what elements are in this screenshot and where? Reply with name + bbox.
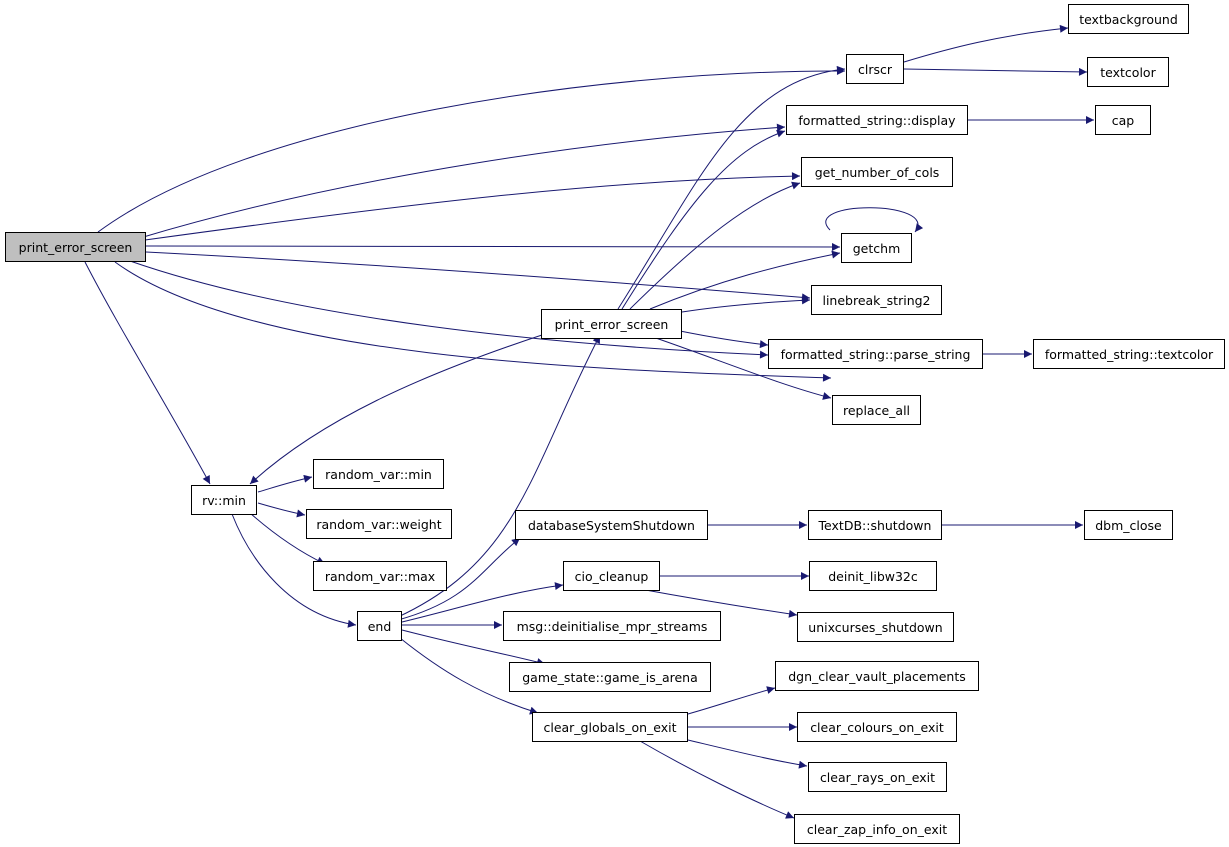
node-dbm-close[interactable]: dbm_close [1084,510,1173,540]
edge-pes2-parse [679,330,769,349]
edge-rvmin-randmax [249,512,326,565]
node-get-number-of-cols[interactable]: get_number_of_cols [801,157,953,187]
node-linebreak-string2[interactable]: linebreak_string2 [811,285,942,315]
edge-end-cio [401,582,564,623]
edge-cio-unixshutdown [639,588,798,618]
node-database-system-shutdown[interactable]: databaseSystemShutdown [515,510,708,540]
node-cap[interactable]: cap [1095,105,1151,135]
node-formatted-string-textcolor[interactable]: formatted_string::textcolor [1033,339,1225,369]
node-replace-all[interactable]: replace_all [832,395,921,425]
edge-end-arena [401,629,546,666]
node-formatted-string-parse-string[interactable]: formatted_string::parse_string [768,339,983,369]
edge-root-clrscr [97,66,846,233]
edge-clrscr-textcolor [903,67,1088,76]
node-cio-cleanup[interactable]: cio_cleanup [563,561,660,591]
edge-root-parse [129,260,769,359]
node-clear-globals-on-exit[interactable]: clear_globals_on_exit [532,712,688,742]
edge-end-clearglobals [399,637,539,715]
edge-getchm-self [825,207,924,233]
node-clear-zap-info-on-exit[interactable]: clear_zap_info_on_exit [794,814,960,844]
edge-pes2-replace [649,335,832,400]
node-random-var-weight[interactable]: random_var::weight [306,509,452,539]
node-dgn-clear-vault-placements[interactable]: dgn_clear_vault_placements [775,661,979,691]
node-getchm[interactable]: getchm [841,233,912,263]
edge-pes2-clrscr [617,65,846,310]
node-textcolor[interactable]: textcolor [1087,57,1169,87]
edge-clearglobals-zap [639,740,795,819]
edge-root-getchm [145,242,841,251]
node-print-error-screen-root[interactable]: print_error_screen [5,232,146,262]
node-clrscr[interactable]: clrscr [846,54,904,84]
edge-pes2-linebreak [681,296,811,313]
edge-rvmin-end [231,513,357,628]
edge-pes2-rvmin [249,333,546,485]
edge-pes2-getcols [629,181,801,310]
node-msg-deinitialise-mpr-streams[interactable]: msg::deinitialise_mpr_streams [503,611,721,641]
node-unixcurses-shutdown[interactable]: unixcurses_shutdown [797,612,954,642]
node-game-state-game-is-arena[interactable]: game_state::game_is_arena [509,662,711,692]
node-clear-rays-on-exit[interactable]: clear_rays_on_exit [808,762,947,792]
node-rv-min[interactable]: rv::min [191,485,257,515]
edge-rvmin-randmin [257,474,313,493]
edge-root-rvmin [84,261,211,485]
node-textdb-shutdown[interactable]: TextDB::shutdown [808,510,942,540]
node-clear-colours-on-exit[interactable]: clear_colours_on_exit [797,712,957,742]
edge-clrscr-textbackground [903,24,1069,63]
node-deinit-libw32c[interactable]: deinit_libw32c [809,561,937,591]
edge-rvmin-randweight [257,502,306,518]
node-print-error-screen[interactable]: print_error_screen [541,309,682,339]
node-random-var-max[interactable]: random_var::max [313,561,447,591]
node-end[interactable]: end [357,611,402,641]
edge-clearglobals-dgn [687,686,776,715]
edge-clearglobals-rays [687,739,808,769]
edge-root-linebreak [145,251,811,302]
node-random-var-min[interactable]: random_var::min [313,459,444,489]
edge-end-dbshutdown [397,537,521,621]
edge-root-display [139,123,786,239]
edge-root-replace [114,261,832,382]
edge-pes2-getchm [649,250,841,310]
edge-end-pes2 [397,334,601,618]
edge-pes2-display [621,129,786,310]
node-formatted-string-display[interactable]: formatted_string::display [786,105,968,135]
node-textbackground[interactable]: textbackground [1068,4,1189,34]
